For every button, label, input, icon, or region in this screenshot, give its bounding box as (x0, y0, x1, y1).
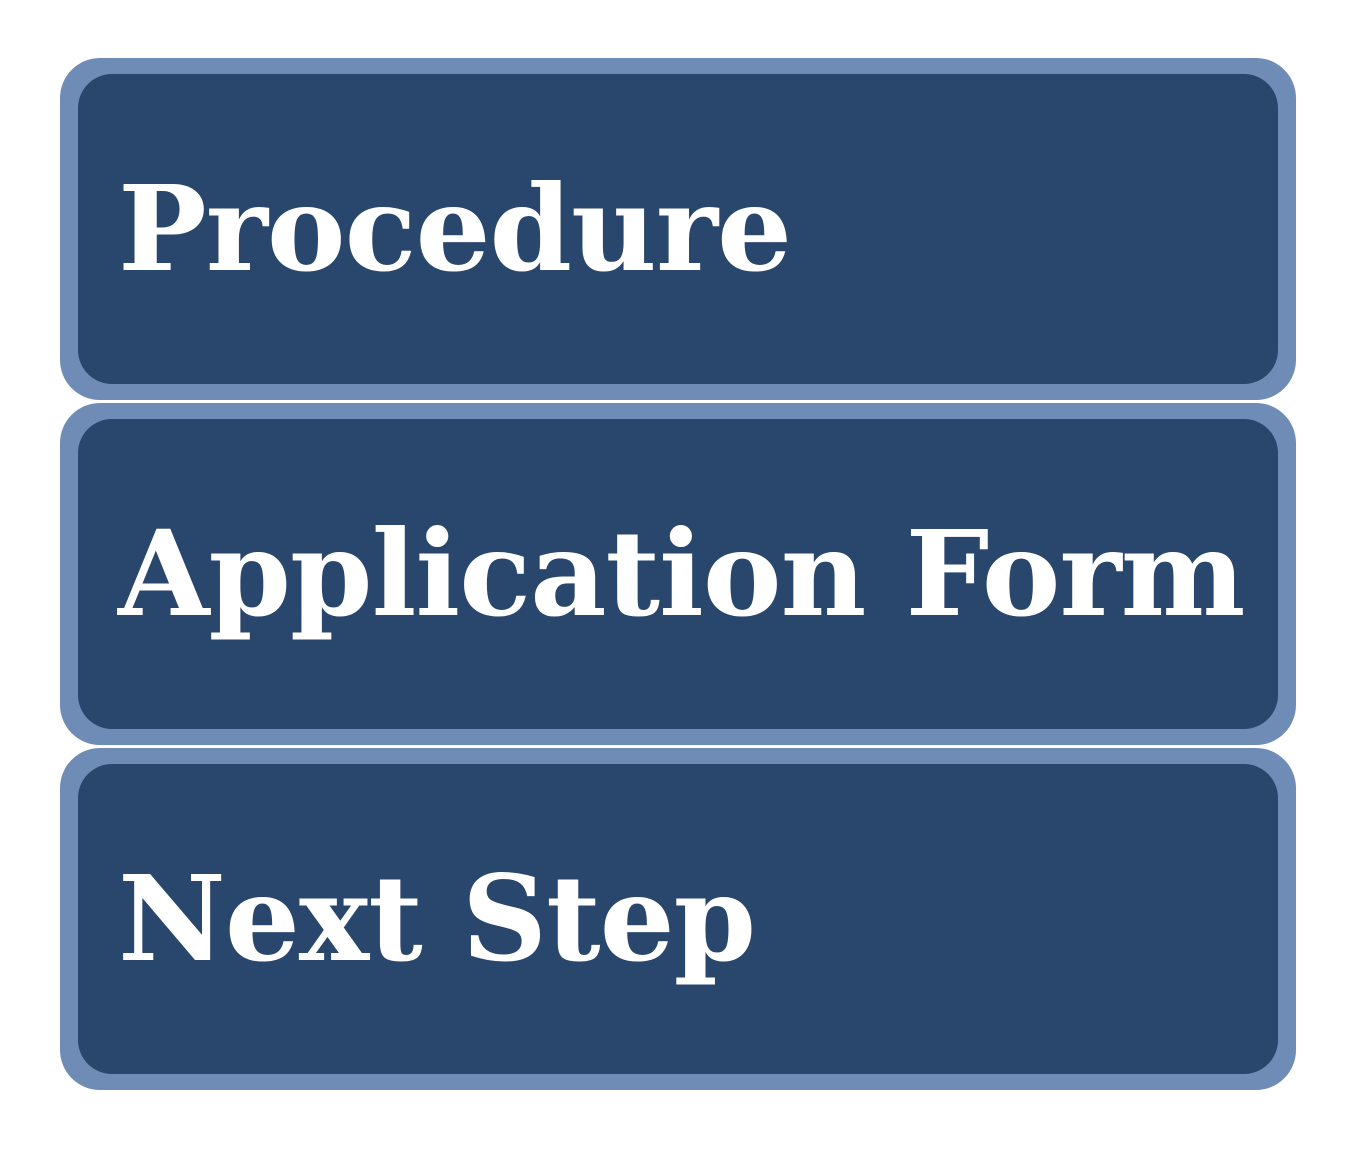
block-procedure: Procedure (60, 58, 1296, 400)
block-next-step: Next Step (60, 748, 1296, 1090)
block-procedure-inner: Procedure (78, 74, 1278, 384)
block-application-form-inner: Application Form (78, 419, 1278, 729)
block-application-form: Application Form (60, 403, 1296, 745)
block-next-step-label: Next Step (118, 849, 756, 988)
block-application-form-label: Application Form (118, 504, 1245, 643)
block-next-step-inner: Next Step (78, 764, 1278, 1074)
block-procedure-label: Procedure (118, 159, 792, 298)
